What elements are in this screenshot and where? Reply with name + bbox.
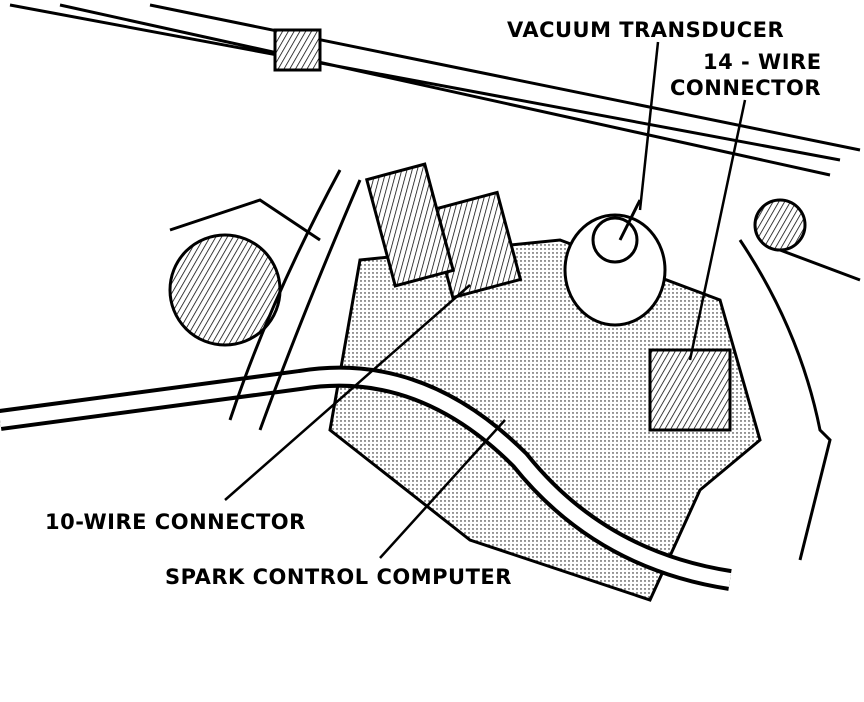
label-vacuum-transducer: VACUUM TRANSDUCER [507,18,785,42]
vacuum-transducer [563,213,667,327]
label-14-wire-line1: 14 - WIRE [703,50,822,74]
leader-computer [379,419,506,559]
leader-14wire [688,99,747,361]
leader-vacuum [638,41,660,211]
hood-edge [9,3,861,177]
hood-bumper [273,28,322,72]
14-wire-connector [648,348,732,432]
fender [738,239,861,561]
label-14-wire-line2: CONNECTOR [670,76,822,100]
hex-nut [753,198,807,252]
label-spark-control-computer: SPARK CONTROL COMPUTER [165,565,512,589]
leader-10wire [224,284,471,501]
label-10-wire-connector: 10-WIRE CONNECTOR [45,510,306,534]
